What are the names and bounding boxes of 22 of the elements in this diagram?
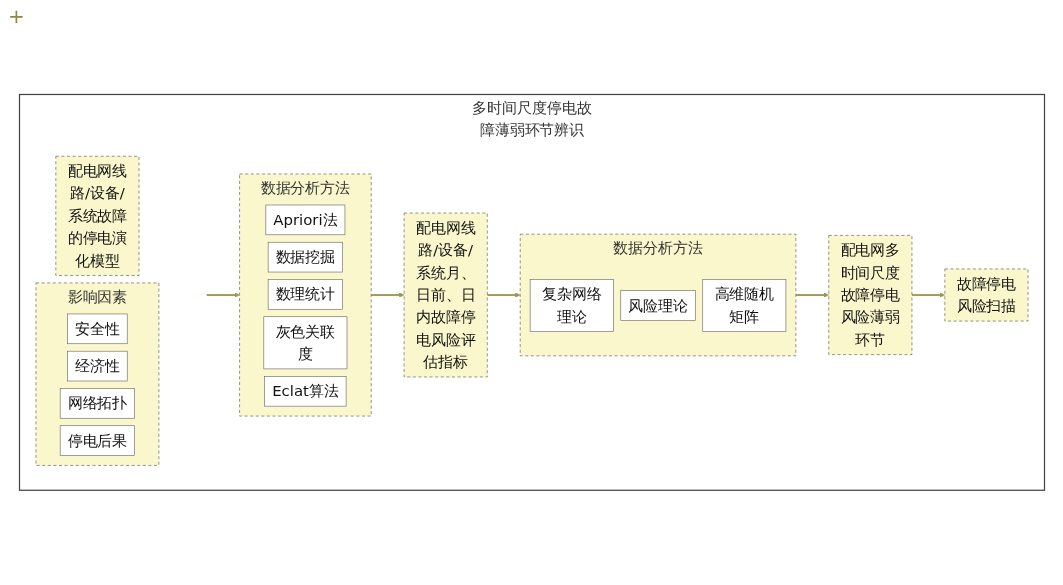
node-box: 配电网多时间尺度故障停电风险薄弱环节 (827, 235, 912, 356)
node-box: 安全性 (66, 313, 127, 345)
node-box: 故障停电风险扫描 (944, 268, 1028, 322)
node-box: Apriori法 (265, 204, 345, 236)
arrow (910, 292, 945, 298)
node-box: 配电网线路/设备/系统故障的停电演化模型 (55, 156, 139, 276)
node-box: 网络拓扑 (59, 388, 135, 419)
plus-sign: + (8, 4, 25, 28)
node-box: 风险理论 (619, 290, 696, 321)
arrow (485, 292, 520, 298)
node-box: 数据挖掘 (267, 242, 343, 273)
node-box: 经济性 (66, 351, 127, 382)
arrow (369, 292, 404, 298)
node-box: Eclat算法 (263, 376, 346, 407)
arrow (205, 292, 240, 298)
node-box: 配电网线路/设备/系统月、日前、日内故障停电风险评估指标 (403, 212, 488, 378)
arrow (794, 292, 829, 298)
node-box: 停电后果 (59, 425, 135, 456)
node-box: 高维随机矩阵 (701, 279, 786, 333)
node-box: 复杂网络理论 (529, 279, 614, 333)
node-box: 灰色关联度 (263, 316, 347, 370)
node-box: 数理统计 (267, 279, 343, 310)
